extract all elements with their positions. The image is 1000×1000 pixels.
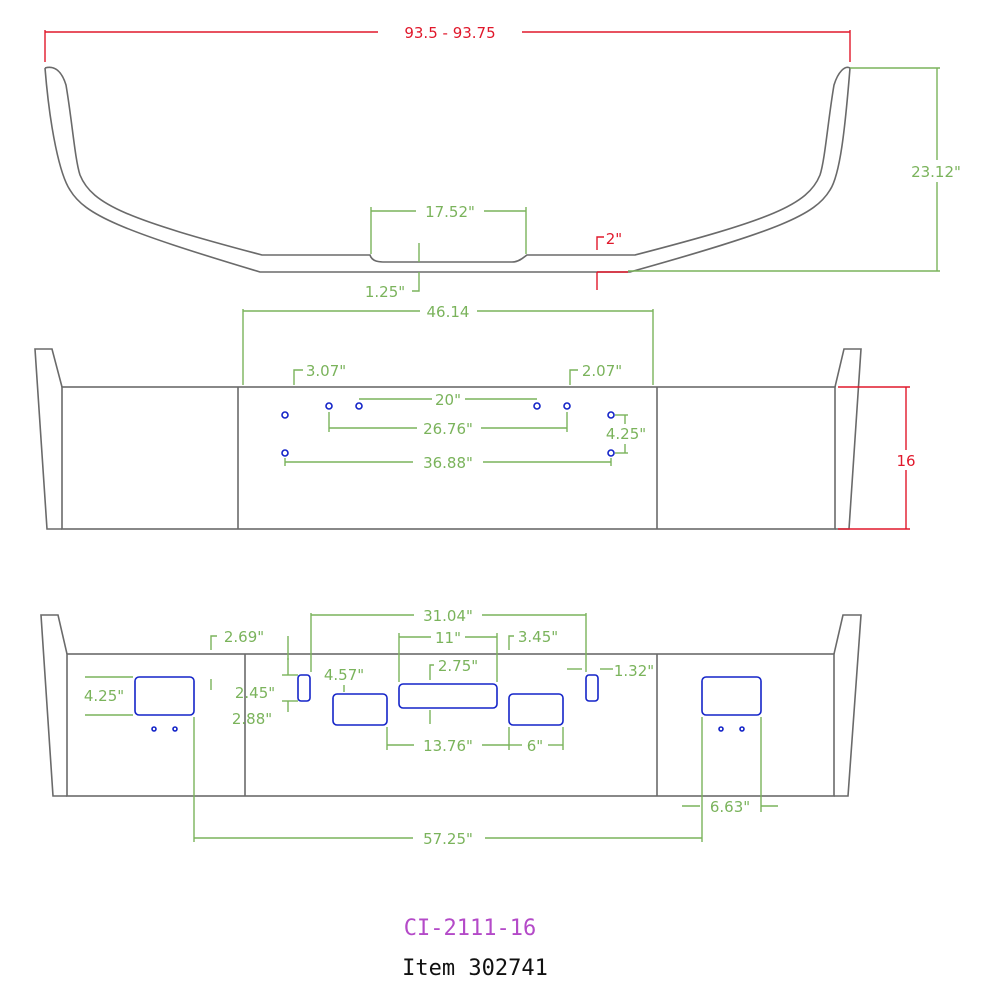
top-view-inner-edge: [44, 66, 851, 263]
light-height-label: 4.25": [84, 687, 124, 705]
hole-vertical-label: 4.25": [606, 425, 646, 443]
offset-207-label: 2.07": [582, 362, 622, 380]
offset-307-label: 3.07": [306, 362, 346, 380]
right-slot: [508, 693, 564, 726]
item-number: Item 302741: [402, 956, 548, 981]
right-light-cutout: [701, 676, 762, 716]
width-6-label: 6": [527, 737, 543, 755]
top-view: 93.5 - 93.75 23.12" 17.52" 1.25" 2": [44, 24, 961, 301]
height-16-label: 16: [896, 452, 915, 470]
recess-width-label: 17.52": [425, 203, 475, 221]
right-small-slot: [585, 674, 599, 702]
upper-face-panel: [61, 386, 836, 530]
holes-3688-label: 36.88": [423, 454, 473, 472]
recess-depth-label: 1.25": [365, 283, 405, 301]
offset-345-label: 3.45": [518, 628, 558, 646]
left-slot: [332, 693, 388, 726]
width-663-label: 6.63": [710, 798, 750, 816]
thickness-label: 2": [606, 230, 622, 248]
overall-width-label: 93.5 - 93.75: [404, 24, 495, 42]
span-46-label: 46.14: [427, 303, 470, 321]
offset-132-label: 1.32": [614, 662, 654, 680]
left-light-cutout: [134, 676, 195, 716]
small-slot-bottom-label: 2.88": [232, 710, 272, 728]
offset-457-label: 4.57": [324, 666, 364, 684]
small-slot-top-label: 2.45": [235, 684, 275, 702]
part-number: CI-2111-16: [404, 916, 536, 941]
height-23-label: 23.12": [911, 163, 961, 181]
front-view-lower: 31.04" 11" 3.45" 2.69" 2.75" 4.57" 1.32"…: [40, 607, 862, 848]
offset-269-label: 2.69": [224, 628, 264, 646]
mounting-holes-upper: [281, 402, 615, 457]
lower-face-panel: [66, 653, 835, 797]
span-1376-label: 13.76": [423, 737, 473, 755]
front-view-upper: 46.14 3.07" 2.07" 20" 26.76" 36.88" 4.25…: [34, 303, 916, 530]
holes-2676-label: 26.76": [423, 420, 473, 438]
span-3104-label: 31.04": [423, 607, 473, 625]
slot-height-label: 2.75": [438, 657, 478, 675]
left-small-slot: [297, 674, 311, 702]
center-slot: [398, 683, 498, 709]
span-5725-label: 57.25": [423, 830, 473, 848]
slot-11-label: 11": [435, 629, 461, 647]
holes-20-label: 20": [435, 391, 461, 409]
top-view-outer-edge: [44, 67, 851, 273]
light-cutouts: [134, 674, 762, 732]
